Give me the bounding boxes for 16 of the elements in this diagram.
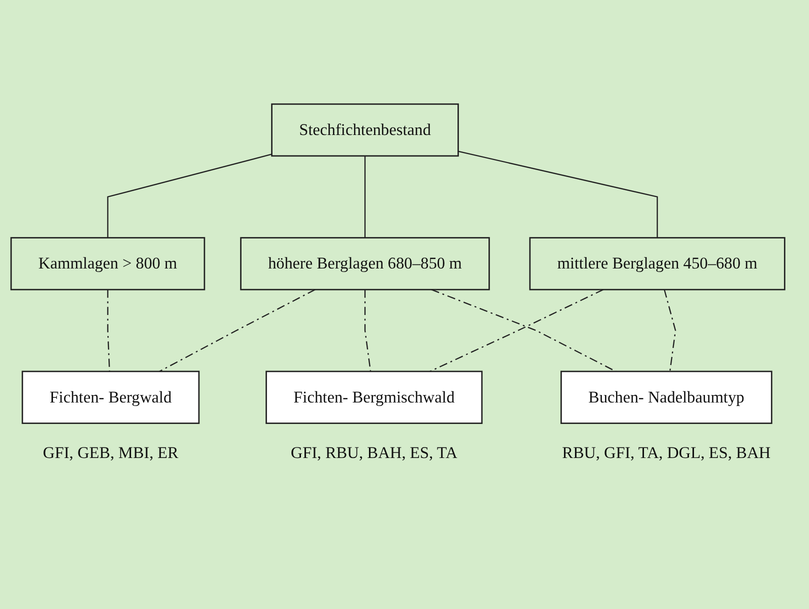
- connector: [107, 154, 272, 238]
- node-label: RBU, GFI, TA, DGL, ES, BAH: [562, 443, 771, 462]
- node-label: GFI, RBU, BAH, ES, TA: [290, 443, 458, 462]
- connector: [364, 290, 372, 372]
- connector: [364, 156, 366, 238]
- connector: [664, 289, 676, 372]
- node-box: Kammlagen > 800 m: [10, 236, 206, 290]
- node-box: Fichten- Bergmischwald: [266, 370, 483, 424]
- node-box: mittlere Berglagen 450–680 m: [529, 236, 786, 290]
- node-box: höhere Berglagen 680–850 m: [240, 236, 490, 290]
- node-box: Buchen- Nadelbaumtyp: [560, 370, 772, 424]
- node-label: GFI, GEB, MBI, ER: [42, 443, 178, 462]
- node-box: Fichten- Bergwald: [22, 370, 200, 424]
- connector: [159, 288, 316, 372]
- node-box: Stechfichtenbestand: [271, 103, 459, 156]
- connector: [458, 150, 658, 238]
